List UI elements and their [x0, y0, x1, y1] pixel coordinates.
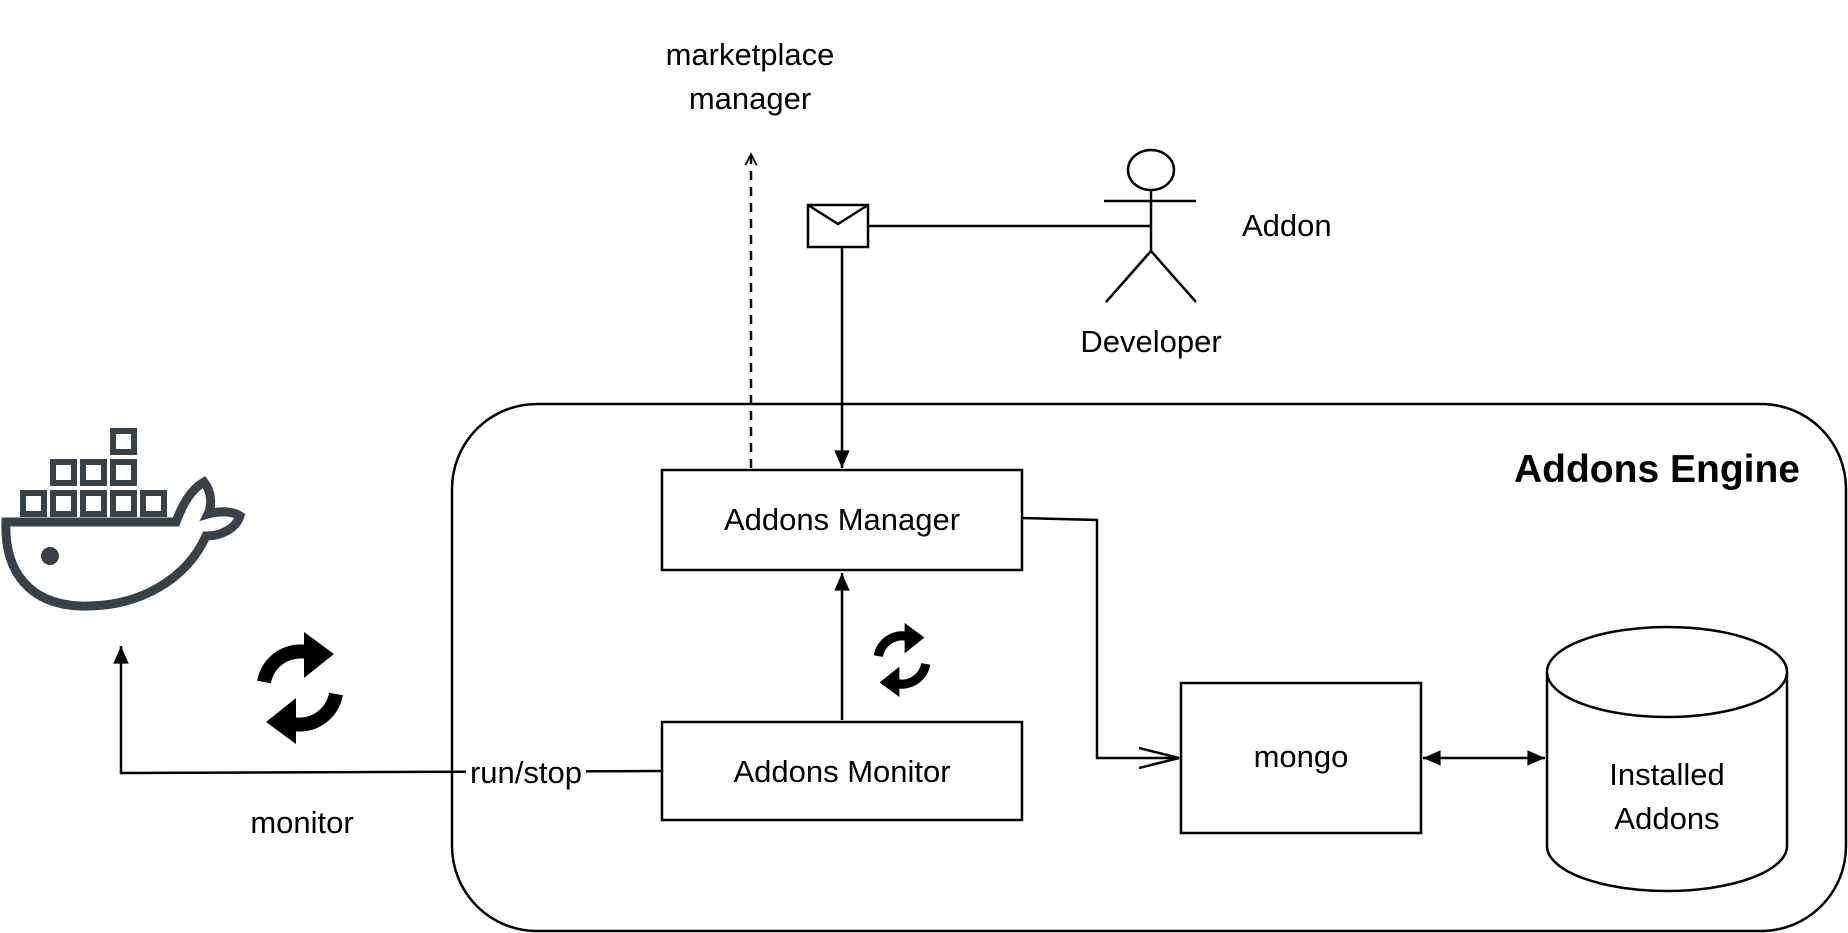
monitor-label: monitor	[250, 805, 353, 840]
installed-addons-label-line1: Installed	[1609, 757, 1724, 792]
run-stop-edge-label: run/stop	[466, 754, 586, 790]
marketplace-manager-node: marketplace manager	[666, 37, 835, 116]
addons-monitor-node: Addons Monitor	[660, 720, 1024, 822]
addons-monitor-label: Addons Monitor	[733, 754, 950, 789]
addons-manager-label: Addons Manager	[724, 502, 960, 537]
developer-actor: Developer	[1080, 148, 1222, 359]
refresh-cycle-icon	[264, 632, 336, 744]
developer-label: Developer	[1080, 324, 1221, 359]
installed-addons-label-line2: Addons	[1614, 801, 1719, 836]
marketplace-manager-label-line1: marketplace	[666, 37, 835, 72]
mongo-node: mongo	[1179, 681, 1423, 835]
addon-label: Addon	[1242, 208, 1332, 243]
run-stop-label: run/stop	[470, 755, 582, 790]
addons-engine-title: Addons Engine	[1514, 448, 1800, 491]
stick-figure-icon	[1104, 148, 1197, 303]
marketplace-manager-label-line2: manager	[689, 81, 811, 116]
envelope-icon	[806, 203, 870, 249]
addons-manager-node: Addons Manager	[660, 468, 1024, 572]
manager-to-mongo-edge	[1021, 516, 1180, 770]
mongo-label: mongo	[1254, 739, 1349, 774]
installed-addons-node: Installed Addons	[1545, 625, 1789, 893]
docker-whale-icon	[1, 428, 246, 611]
